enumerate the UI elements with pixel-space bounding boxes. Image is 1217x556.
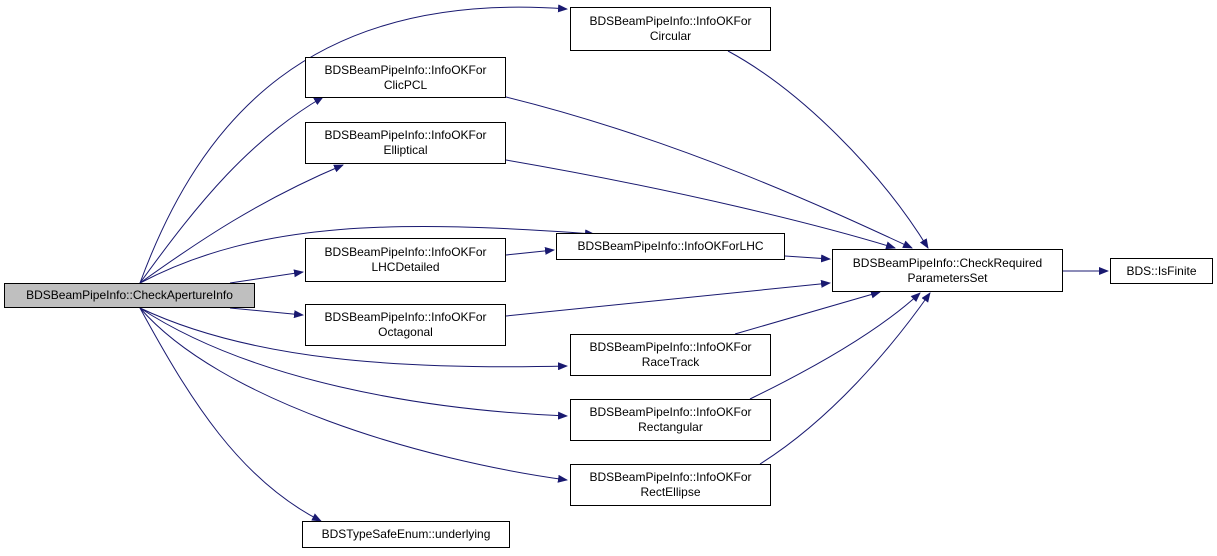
node-info-ok-for-rectellipse[interactable]: BDSBeamPipeInfo::InfoOKFor RectEllipse: [570, 464, 771, 506]
node-info-ok-for-octagonal[interactable]: BDSBeamPipeInfo::InfoOKFor Octagonal: [305, 304, 506, 346]
node-label: BDSBeamPipeInfo::CheckApertureInfo: [26, 288, 233, 302]
node-label-line-1: BDSBeamPipeInfo::InfoOKFor: [589, 14, 752, 28]
edge-check_aperture_info-to-rectellipse: [139, 307, 568, 483]
node-check-required-parameters-set[interactable]: BDSBeamPipeInfo::CheckRequired Parameter…: [832, 249, 1063, 292]
node-label-line-2: LHCDetailed: [371, 260, 440, 274]
node-label-line-2: Rectangular: [638, 420, 703, 434]
edge-check_aperture_info-to-lhc: [139, 225, 595, 284]
edge-circular-to-check_required: [727, 50, 929, 249]
node-label-line-1: BDSBeamPipeInfo::InfoOKFor: [324, 128, 487, 142]
edge-check_aperture_info-to-underlying: [139, 307, 322, 522]
node-label-line-1: BDSBeamPipeInfo::InfoOKFor: [589, 405, 752, 419]
edge-racetrack-to-check_required: [734, 290, 881, 335]
edge-rectangular-to-check_required: [749, 292, 921, 400]
edge-octagonal-to-check_required: [505, 279, 831, 317]
node-info-ok-for-clicpcl[interactable]: BDSBeamPipeInfo::InfoOKFor ClicPCL: [305, 57, 506, 98]
edge-check_aperture_info-to-rectangular: [139, 307, 568, 420]
edge-check_aperture_info-to-racetrack: [139, 307, 568, 371]
node-label-line-2: RectEllipse: [640, 485, 701, 499]
node-label-line-1: BDSBeamPipeInfo::InfoOKFor: [324, 310, 487, 324]
node-bds-is-finite[interactable]: BDS::IsFinite: [1110, 258, 1213, 284]
node-label-line-2: ParametersSet: [907, 270, 988, 285]
edge-check_aperture_info-to-elliptical: [139, 164, 344, 284]
node-info-ok-for-lhc[interactable]: BDSBeamPipeInfo::InfoOKForLHC: [556, 233, 785, 260]
edge-lhc-to-check_required: [784, 254, 831, 263]
node-label: BDS::IsFinite: [1126, 263, 1197, 278]
edge-clicpcl-to-check_required: [505, 96, 913, 249]
node-label-line-2: Elliptical: [383, 143, 428, 157]
edge-check_aperture_info-to-clicpcl: [139, 96, 324, 284]
node-label: BDSTypeSafeEnum::underlying: [321, 527, 491, 541]
node-type-safe-enum-underlying[interactable]: BDSTypeSafeEnum::underlying: [302, 521, 510, 548]
node-label-line-1: BDSBeamPipeInfo::InfoOKFor: [589, 470, 752, 484]
node-label-line-2: Circular: [649, 29, 692, 43]
node-label-line-1: BDSBeamPipeInfo::InfoOKFor: [324, 62, 487, 77]
edge-check_aperture_info-to-circular: [139, 4, 568, 284]
node-info-ok-for-circular[interactable]: BDSBeamPipeInfo::InfoOKFor Circular: [570, 7, 771, 51]
node-info-ok-for-lhcdetailed[interactable]: BDSBeamPipeInfo::InfoOKFor LHCDetailed: [305, 238, 506, 282]
node-label-line-1: BDSBeamPipeInfo::InfoOKFor: [324, 245, 487, 259]
node-info-ok-for-racetrack[interactable]: BDSBeamPipeInfo::InfoOKFor RaceTrack: [570, 334, 771, 376]
node-label-line-2: RaceTrack: [641, 355, 700, 369]
node-info-ok-for-elliptical[interactable]: BDSBeamPipeInfo::InfoOKFor Elliptical: [305, 122, 506, 164]
node-label-line-1: BDSBeamPipeInfo::CheckRequired: [852, 255, 1043, 270]
edge-elliptical-to-check_required: [505, 159, 896, 250]
node-check-aperture-info: BDSBeamPipeInfo::CheckApertureInfo: [4, 283, 255, 308]
node-info-ok-for-rectangular[interactable]: BDSBeamPipeInfo::InfoOKFor Rectangular: [570, 399, 771, 441]
edge-lhcdetailed-to-lhc: [505, 246, 555, 256]
node-label-line-1: BDSBeamPipeInfo::InfoOKFor: [589, 340, 752, 354]
edge-check_aperture_info-to-octagonal: [229, 307, 304, 319]
edge-check_aperture_info-to-lhcdetailed: [229, 269, 304, 284]
node-label: BDSBeamPipeInfo::InfoOKForLHC: [577, 239, 764, 253]
edge-rectellipse-to-check_required: [759, 292, 931, 465]
node-label-line-2: Octagonal: [378, 325, 433, 339]
node-label-line-2: ClicPCL: [383, 77, 428, 92]
